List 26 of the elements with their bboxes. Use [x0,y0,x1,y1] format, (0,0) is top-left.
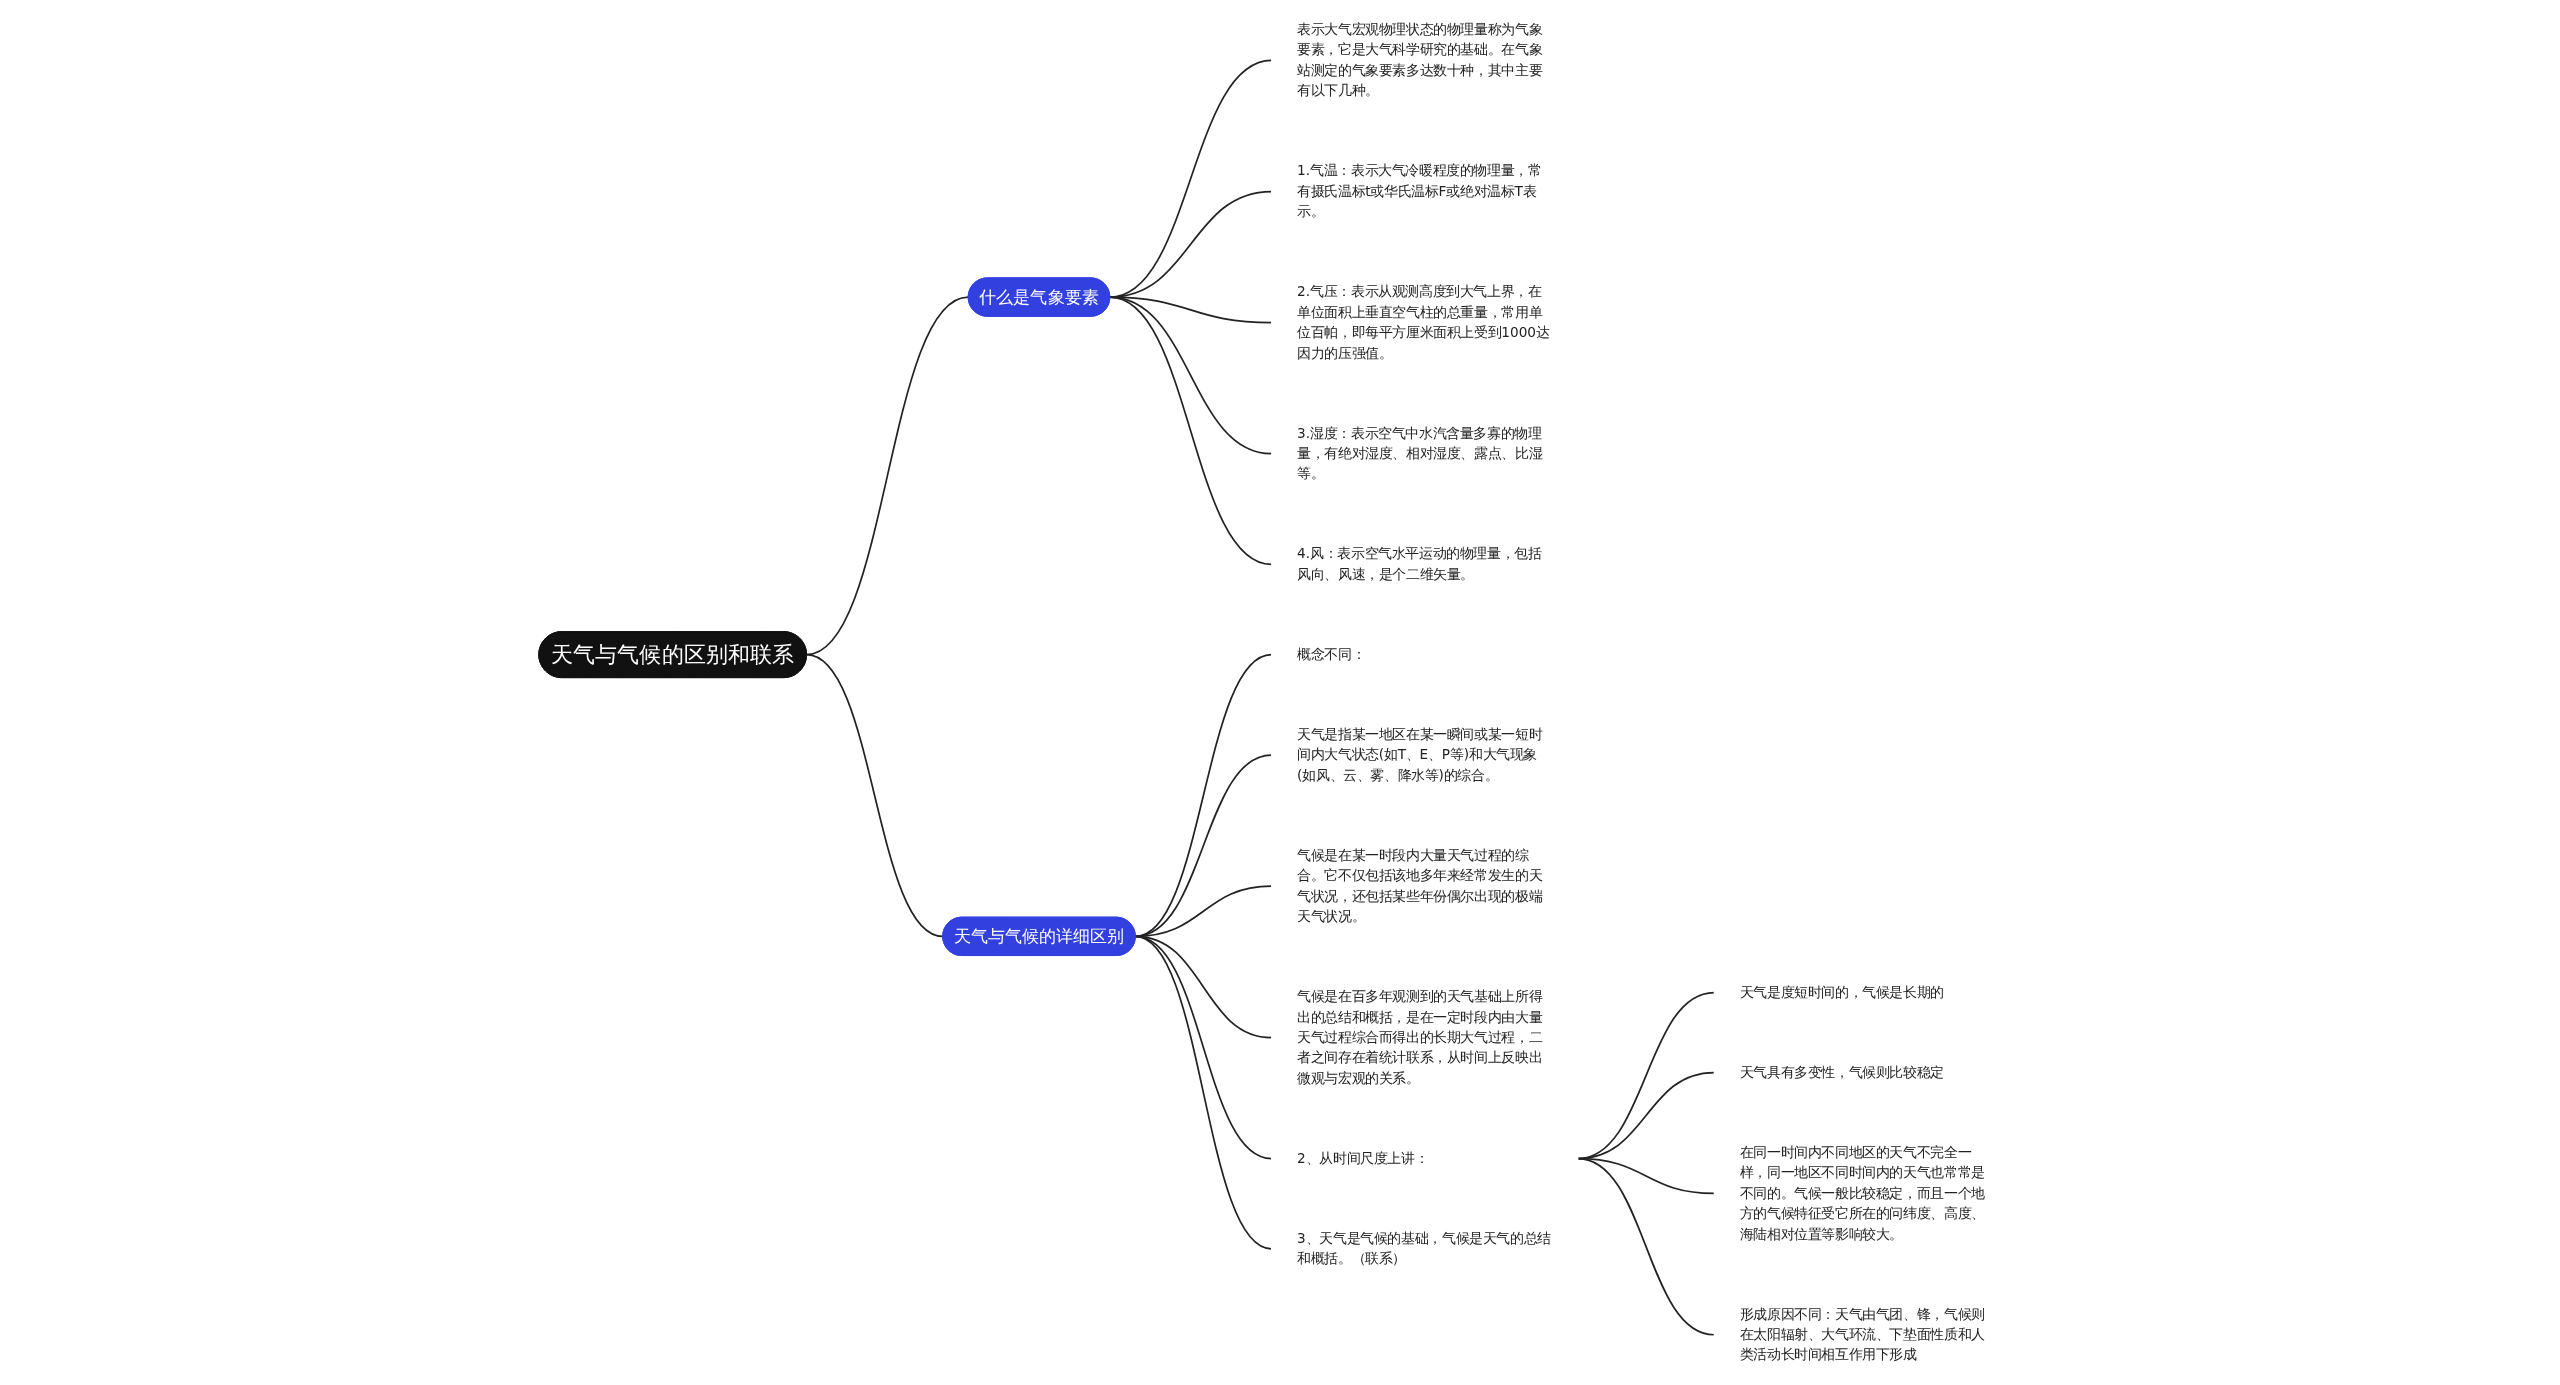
node-text: 3、天气是气候的基础，气候是天气的总结和概括。（联系） [1297,1230,1552,1267]
connector [805,653,944,938]
connector [1134,754,1273,938]
connector [1134,885,1273,938]
connector [1109,296,1273,455]
node-text: 形成原因不同：天气由气团、锋，气候则在太阳辐射、大气环流、下垫面性质和人类活动长时间相互作用下形成 [1739,1305,1986,1363]
node-text: 3.湿度：表示空气中水汽含量多寡的物理量，有绝对湿度、相对湿度、露点、比湿等。 [1297,424,1543,482]
connector [1577,991,1716,1160]
connector [805,296,970,656]
connector [1134,935,1273,1250]
node-text: 4.风：表示空气水平运动的物理量，包括风向、风速，是个二维矢量。 [1297,545,1542,583]
connector [1577,1071,1716,1160]
node-text: 1.气温：表示大气冷暖程度的物理量，常有摄氏温标t或华氏温标F或绝对温标T表示。 [1297,162,1542,220]
node-text: 天气具有多变性，气候则比较稳定 [1739,1064,1945,1081]
node-text: 2.气压：表示从观测高度到大气上界，在单位面积上垂直空气柱的总重量，常用单位百帕，即每平方厘米面积上受到1000达因力的压强值。 [1297,283,1550,361]
node-text: 天气是指某一地区在某一瞬间或某一短时间内大气状态(如T、E、P等)和大气现象(如风、云、雾、降水等)的综合。 [1297,726,1543,784]
node-text: 表示大气宏观物理状态的物理量称为气象要素，它是大气科学研究的基础。在气象站测定的气象要素多达数十种，其中主要有以下几种。 [1297,21,1543,99]
node-text: 2、从时间尺度上讲： [1297,1150,1429,1167]
connector [1109,296,1273,566]
node-text: 概念不同： [1297,646,1366,663]
connector [1577,1157,1716,1336]
connector [1134,653,1273,938]
node-text: 气候是在某一时段内大量天气过程的综合。它不仅包括该地多年来经常发生的天气状况，还包括某些年份偶尔出现的极端天气状况。 [1297,846,1543,925]
node-text: 在同一时间内不同地区的天气不完全一样，同一地区不同时间内的天气也常常是不同的。气候一般比较稳定，而且一个地方的气候特征受它所在的问纬度、高度、海陆相对位置等影响较大。 [1739,1144,1986,1242]
node-text: 天气是度短时间的，气候是长期的 [1739,984,1945,1001]
node-text: 气候是在百多年观测到的天气基础上所得出的总结和概括，是在一定时段内由大量天气过程综合而得出的长期大气过程，二者之间存在着统计联系，从时间上反映出微观与宏观的关系。 [1297,988,1543,1087]
